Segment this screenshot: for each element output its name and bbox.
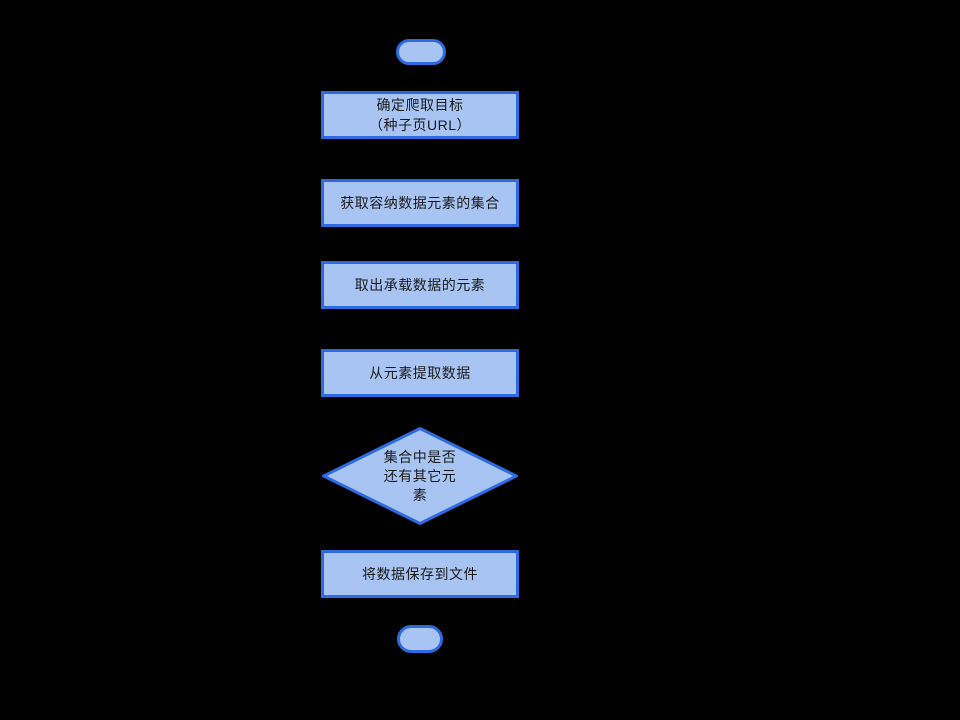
decision-diamond-node: 集合中是否 还有其它元 素 <box>322 427 518 525</box>
process-node-step2: 获取容纳数据元素的集合 <box>321 179 519 227</box>
process-node-step4: 从元素提取数据 <box>321 349 519 397</box>
node-label: 还有其它元 <box>383 467 457 484</box>
node-label: 从元素提取数据 <box>369 365 471 381</box>
diamond-shape <box>322 427 518 525</box>
process-node-step5: 将数据保存到文件 <box>321 550 519 598</box>
process-node-step3: 取出承载数据的元素 <box>321 261 519 309</box>
process-node-step1: 确定爬取目标 （种子页URL） <box>321 91 519 139</box>
node-label: 将数据保存到文件 <box>362 566 478 582</box>
node-label: 获取容纳数据元素的集合 <box>340 195 500 211</box>
node-label: （种子页URL） <box>368 117 471 133</box>
node-label: 集合中是否 <box>383 448 457 465</box>
node-label: 素 <box>412 486 428 503</box>
start-terminator-node <box>396 39 446 65</box>
connector-decision-step4-loop <box>518 373 547 477</box>
node-label: 确定爬取目标 <box>376 97 464 113</box>
node-label: 取出承载数据的元素 <box>354 277 486 293</box>
decision-label: 集合中是否 还有其它元 素 <box>322 427 518 525</box>
end-terminator-node <box>397 625 443 653</box>
